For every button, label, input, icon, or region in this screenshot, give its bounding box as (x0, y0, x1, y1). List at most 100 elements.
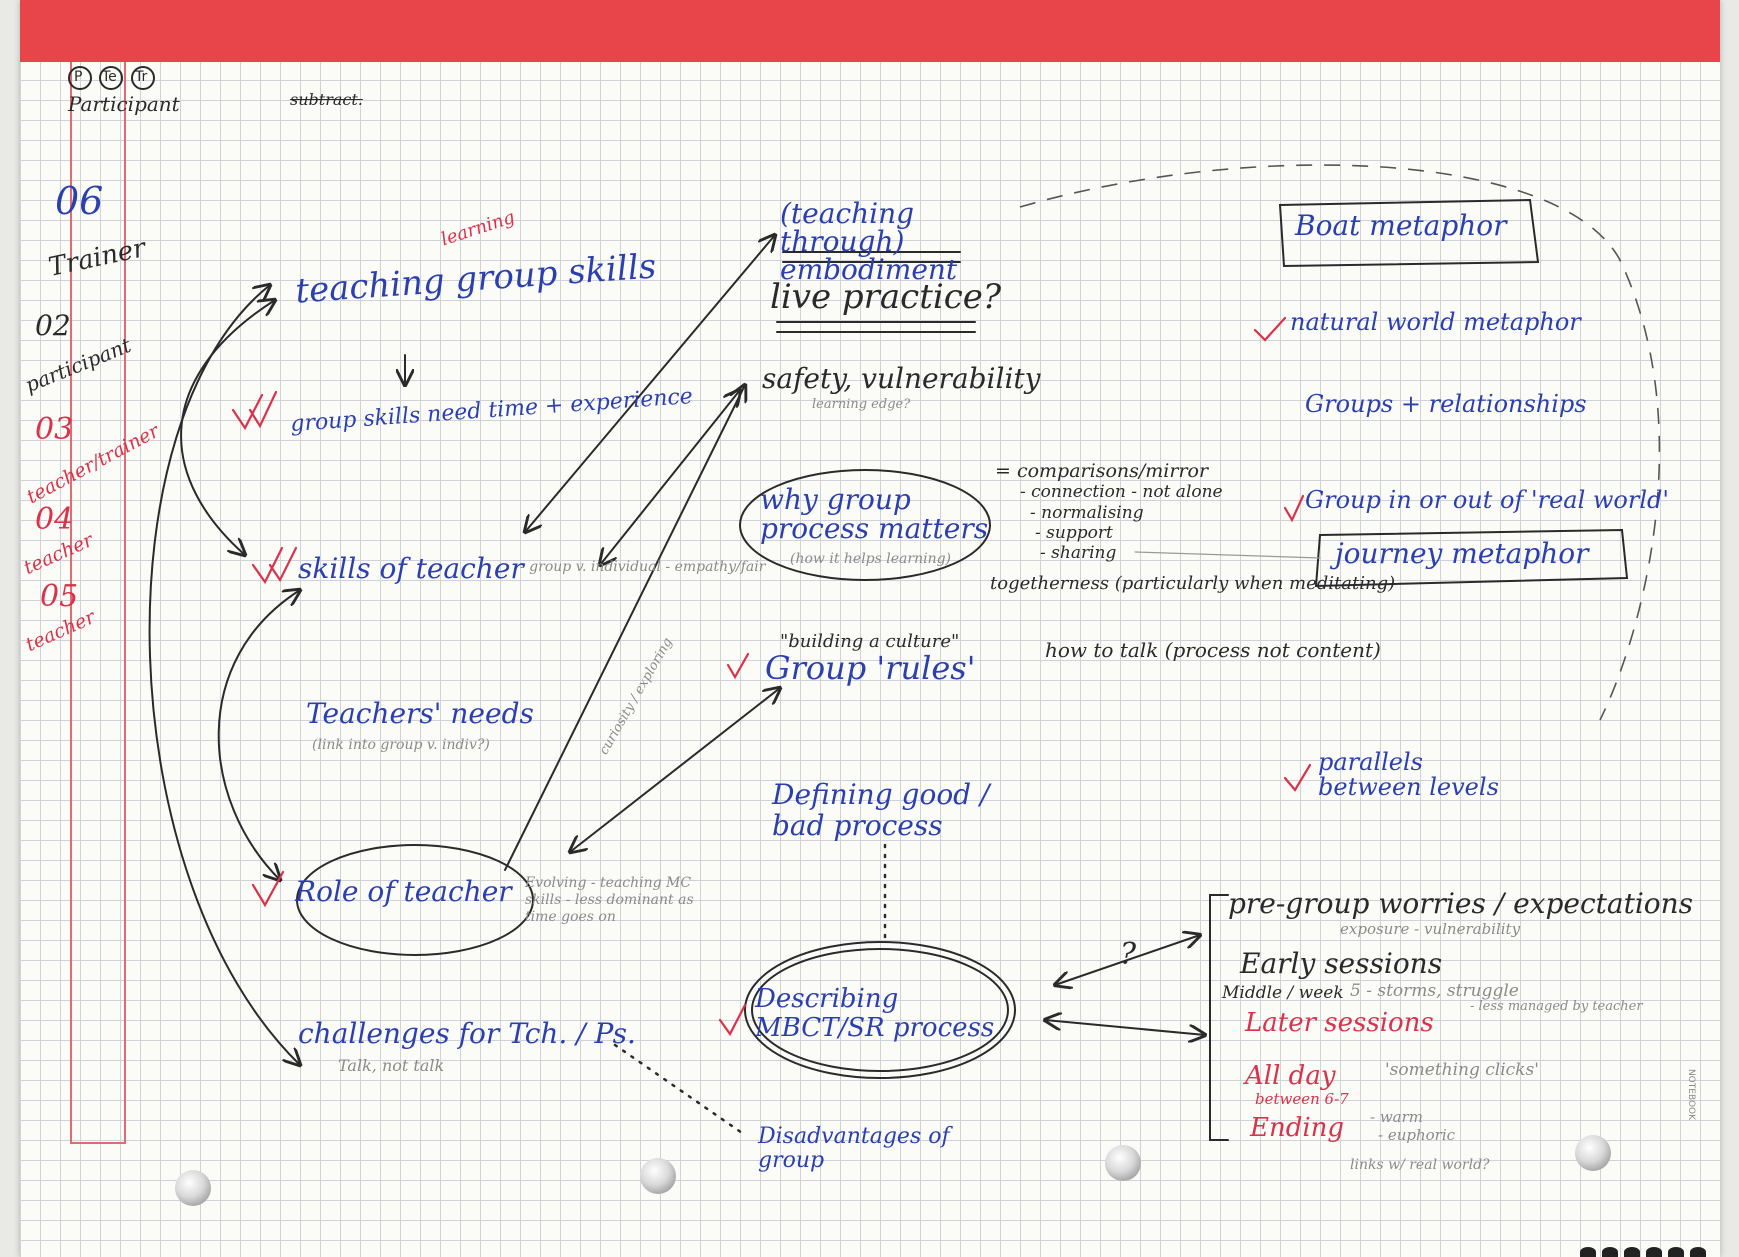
node-why-group-process: why group process matters (760, 483, 989, 546)
node-teaching-through-embodiment: (teaching through) embodiment (780, 197, 958, 286)
margin-line-inner (124, 62, 126, 1142)
node-group-rules: Group 'rules' (765, 649, 976, 687)
node-week-storms: 5 - storms, struggle (1350, 981, 1519, 1001)
node-later-sessions: Later sessions (1245, 1008, 1434, 1038)
dotted-challenges-disadv (613, 1043, 747, 1137)
node-teachers-needs: Teachers' needs (306, 697, 534, 730)
spiral-ring (1602, 1247, 1618, 1257)
node-how-it-helps: (how it helps learning) (790, 551, 952, 567)
tick-role-teacher (251, 870, 285, 908)
oval-describing-2 (751, 948, 1009, 1072)
oval-describing (744, 941, 1016, 1079)
node-pre-group: pre-group worries / expectations (1228, 887, 1694, 920)
arrow-long-left (148, 285, 300, 1065)
tick-group-real (1283, 494, 1305, 523)
node-support: - support (1035, 523, 1113, 543)
node-teachers-needs-sub: (link into group v. indiv?) (312, 737, 490, 753)
node-early-sessions: Early sessions (1240, 947, 1443, 980)
tick-group-skills (231, 390, 278, 431)
margin-box-bottom (70, 1142, 126, 1144)
arrow-teaching-skills (180, 300, 275, 555)
circled-letter-p: P (74, 69, 83, 85)
tick-natural-world (1253, 316, 1287, 342)
spiral-ring (1668, 1247, 1684, 1257)
node-challenges: challenges for Tch. / Ps. (298, 1017, 636, 1050)
node-skills-of-teacher: skills of teacher (298, 552, 524, 585)
arrow-role-safety (504, 385, 745, 871)
node-natural-world: natural world metaphor (1290, 308, 1581, 336)
node-euphoric: - euphoric (1378, 1126, 1456, 1144)
node-exposure: exposure - vulnerability (1340, 920, 1521, 938)
punch-hole-2 (640, 1158, 676, 1194)
spiral-ring (1624, 1247, 1640, 1257)
node-less-managed: - less managed by teacher (1470, 999, 1643, 1014)
node-learning-edge: learning edge? (812, 397, 911, 412)
node-connection: - connection - not alone (1020, 482, 1223, 502)
node-role-of-teacher: Role of teacher (295, 875, 512, 908)
box-boat (1278, 198, 1540, 268)
node-normalising: - normalising (1030, 503, 1144, 523)
node-disadvantages: Disadvantages of group (758, 1124, 950, 1174)
arrow-role-rules (570, 688, 780, 852)
node-live-practice: live practice? (770, 277, 1002, 317)
node-togetherness: togetherness (particularly when meditati… (990, 573, 1396, 594)
punch-hole-4 (1575, 1135, 1611, 1171)
node-links-real-world: links w/ real world? (1350, 1157, 1490, 1173)
node-warm: - warm (1370, 1108, 1424, 1126)
punch-hole-3 (1105, 1145, 1141, 1181)
tick-describing (718, 1003, 747, 1037)
node-boat-metaphor: Boat metaphor (1295, 209, 1507, 242)
participant-label: Participant (68, 92, 180, 116)
circle-tr (131, 66, 155, 90)
node-ending: Ending (1250, 1113, 1345, 1143)
margin-02: 02 (35, 309, 71, 342)
node-comparisons: = comparisons/mirror (995, 460, 1209, 482)
arrow-describing-later (1045, 1020, 1205, 1035)
node-middle-week: Middle / week (1222, 983, 1344, 1003)
node-all-day: All day (1245, 1061, 1336, 1091)
node-challenges-sub: Talk, not talk (338, 1056, 445, 1075)
margin-04: 04 (35, 502, 74, 537)
node-groups-relationships: Groups + relationships (1305, 390, 1587, 418)
node-sharing: - sharing (1040, 543, 1117, 563)
circled-letter-tr: Tr (135, 69, 148, 85)
spiral-ring (1690, 1247, 1706, 1257)
node-safety-vulnerability: safety, vulnerability (762, 362, 1041, 395)
margin-05: 05 (40, 579, 79, 614)
circled-letter-te: Te (102, 69, 117, 85)
arrow-skills-embodiment (525, 235, 775, 532)
scribble-label: subtract. (290, 90, 363, 109)
spiral-ring (1646, 1247, 1662, 1257)
node-something-clicks: 'something clicks' (1385, 1060, 1539, 1080)
bracket-stages (1209, 894, 1229, 1141)
node-skills-note: - group v. individual - empathy/fair (520, 559, 766, 575)
margin-line (70, 62, 72, 1142)
node-how-to-talk: how to talk (process not content) (1045, 638, 1381, 662)
arrow-teacher-safety (600, 390, 740, 565)
tick-rules (726, 652, 750, 680)
node-building-culture: "building a culture" (780, 631, 960, 652)
notebook-label: NOTEBOOK (1686, 1068, 1697, 1121)
tick-parallels (1283, 763, 1312, 792)
node-describing-process: Describing MBCT/SR process (755, 984, 995, 1043)
dashed-embodiment-parallels (1019, 164, 1661, 721)
node-role-note: Evolving - teaching MC skills - less dom… (525, 875, 694, 925)
node-defining-process: Defining good / bad process (772, 778, 990, 842)
circle-te (99, 66, 123, 90)
tick-skills-teacher (251, 546, 298, 585)
circle-p (68, 66, 92, 90)
node-parallels: parallels between levels (1318, 748, 1499, 802)
box-journey (1314, 528, 1629, 588)
margin-06: 06 (55, 179, 104, 223)
question-mark: ? (1120, 937, 1137, 972)
spiral-ring (1580, 1247, 1596, 1257)
punch-hole-1 (175, 1170, 211, 1206)
oval-role-teacher (296, 844, 534, 956)
oval-why-group (739, 469, 991, 581)
arrow-skills-role (217, 590, 300, 880)
line-journey (1134, 551, 1321, 559)
node-journey-metaphor: journey metaphor (1335, 537, 1589, 570)
node-between: between 6-7 (1255, 1090, 1349, 1108)
